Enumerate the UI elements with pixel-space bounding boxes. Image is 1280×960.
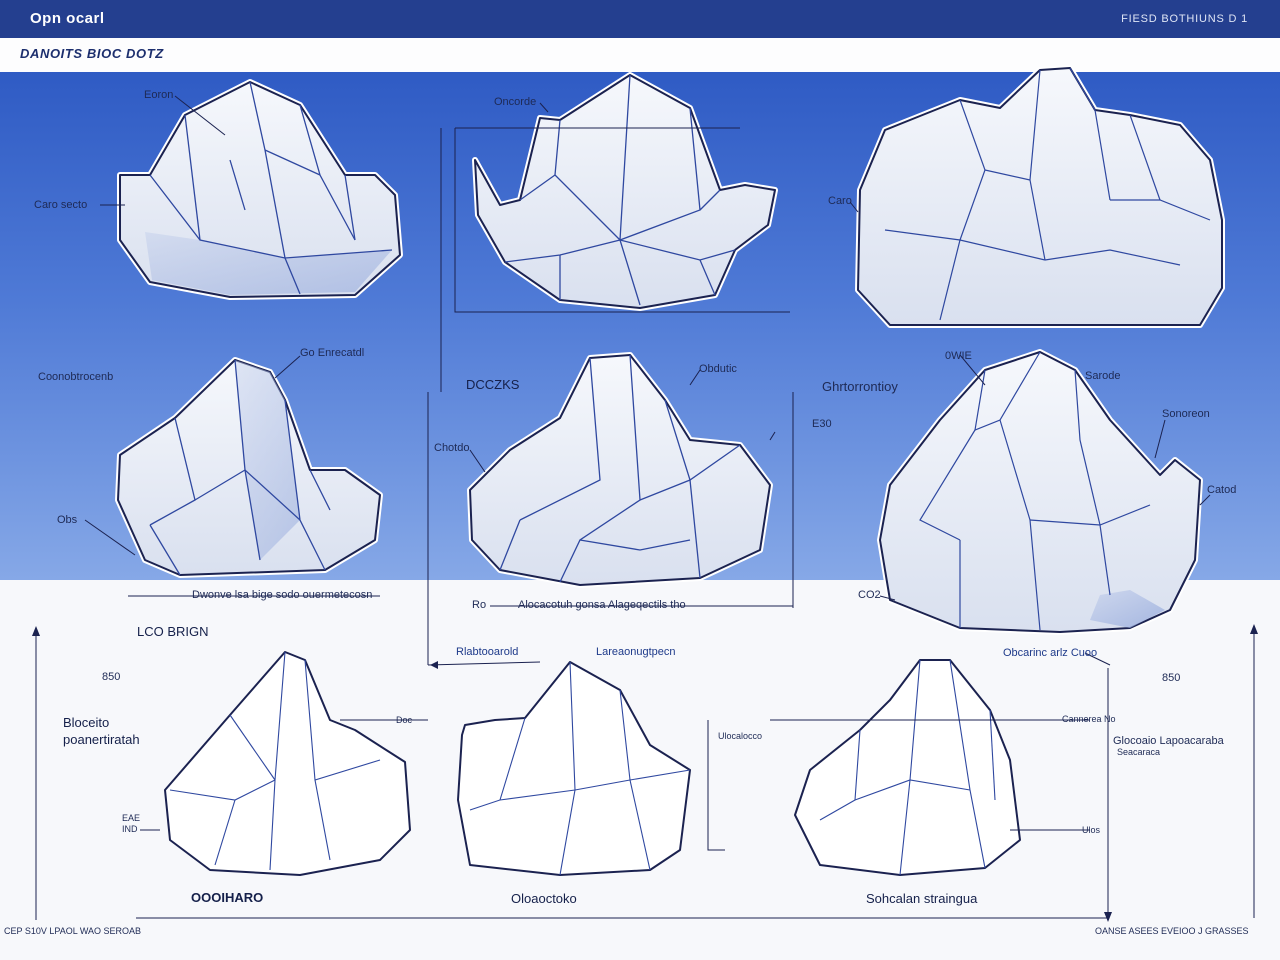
label-poanertiratah: poanertiratah [63, 732, 140, 747]
label-co2: CO2 [858, 589, 881, 601]
label-glocoaio: Glocoaio Lapoacaraba [1113, 735, 1224, 747]
label-dimension-dcczks: DCCZKS [466, 377, 520, 392]
label-doc: Doc [396, 715, 413, 725]
app-title: Opn ocarl [30, 10, 105, 27]
label-go-enrecatdl: Go Enrecatdl [300, 347, 365, 359]
label-eae: EAE [122, 813, 141, 823]
top-bar: Opn ocarl FIESD BOTHIUNS D 1 [0, 0, 1280, 38]
label-obs: Obs [57, 514, 78, 526]
label-obcarinc: Obcarinc arlz Cuoo [1003, 647, 1098, 659]
label-strip-center: Alocacotuh gonsa Alageqectils tho [518, 599, 686, 611]
label-bloceito: Bloceito [63, 715, 110, 730]
caption-1: OOOIHARO [191, 890, 264, 905]
crystal-6 [877, 349, 1203, 635]
header-right-text: FIESD BOTHIUNS D 1 [1121, 13, 1248, 25]
footer-right: OANSE ASEES EVEIOO J GRASSES [1095, 926, 1249, 936]
label-lareaonugtpecn: Lareaonugtpecn [596, 646, 676, 658]
crystal-7 [164, 651, 411, 876]
crystal-5 [467, 352, 773, 588]
label-sonoreon: Sonoreon [1162, 408, 1210, 420]
crystal-8 [457, 661, 691, 876]
crystal-1 [117, 79, 403, 300]
label-seacaraca: Seacaraca [1117, 747, 1161, 757]
label-chotdo: Chotdo [434, 442, 470, 454]
label-e30: E30 [812, 418, 832, 430]
label-coonobtrocenb: Coonobtrocenb [38, 371, 114, 383]
label-850-right: 850 [1162, 672, 1181, 684]
label-oncorde: Oncorde [494, 96, 537, 108]
crystal-4 [115, 357, 383, 578]
dimension-arrows [32, 624, 1258, 922]
label-ghrtorrontioy: Ghrtorrontioy [822, 379, 898, 394]
label-cannerea-no: Cannerea No [1062, 714, 1116, 724]
label-ulos: Ulos [1082, 825, 1101, 835]
label-eoron: Eoron [144, 89, 174, 101]
label-sarode: Sarode [1085, 370, 1121, 382]
label-catod: Catod [1207, 484, 1237, 496]
label-rlabtooarold: Rlabtooarold [456, 646, 519, 658]
section-title: LCO BRIGN [137, 624, 209, 639]
label-caro: Caro [828, 195, 852, 207]
page-subtitle: DANOITS BIOC DOTZ [20, 46, 164, 61]
crystal-3 [855, 65, 1225, 328]
footer-left: CEP S10V LPAOL WAO SEROAB [4, 926, 142, 936]
label-0wie: 0WIE [945, 350, 972, 362]
label-ind: IND [122, 824, 138, 834]
label-strip-left: Dwonve lsa bige sodo ouermetecosn [192, 589, 373, 601]
label-strip-ro: Ro [472, 599, 487, 611]
crystal-2 [472, 72, 778, 311]
caption-2: Oloaoctoko [511, 891, 577, 906]
caption-3: Sohcalan straingua [866, 891, 978, 906]
dimension-lines [35, 95, 1255, 920]
crystal-9 [794, 659, 1021, 876]
label-850-left: 850 [102, 671, 121, 683]
label-ulocalocco: Ulocalocco [718, 731, 763, 741]
label-obdutic: Obdutic [699, 363, 737, 375]
label-caro-secto: Caro secto [34, 199, 88, 211]
